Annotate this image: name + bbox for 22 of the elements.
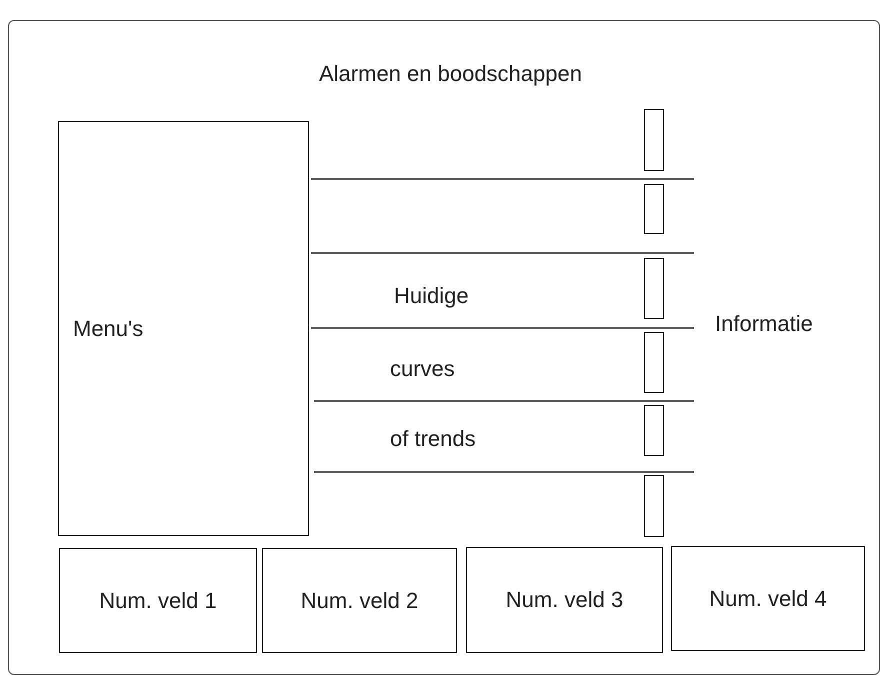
menu-label: Menu's xyxy=(73,316,144,342)
alarm-slot xyxy=(644,258,664,319)
menu-panel xyxy=(58,121,309,536)
alarm-slot xyxy=(644,332,664,393)
region-heading: Informatie xyxy=(715,311,813,337)
numeric-field xyxy=(466,547,663,653)
alarm-slot xyxy=(644,109,664,171)
alarm-slot xyxy=(644,475,664,537)
field-label: Num. veld 2 xyxy=(300,588,418,614)
screen-frame xyxy=(8,20,880,675)
field-label: Num. veld 1 xyxy=(99,588,217,614)
region-label: Huidige xyxy=(394,283,469,309)
numeric-field xyxy=(671,546,865,651)
field-label: Num. veld 3 xyxy=(506,587,624,613)
region-label: curves xyxy=(390,356,455,382)
region-label: of trends xyxy=(390,426,476,452)
alarm-slot xyxy=(644,405,664,456)
alarm-slot xyxy=(644,184,664,234)
numeric-field xyxy=(262,548,457,653)
numeric-field xyxy=(59,548,257,653)
field-label: Num. veld 4 xyxy=(709,586,827,612)
region-heading: Alarmen en boodschappen xyxy=(319,61,582,87)
